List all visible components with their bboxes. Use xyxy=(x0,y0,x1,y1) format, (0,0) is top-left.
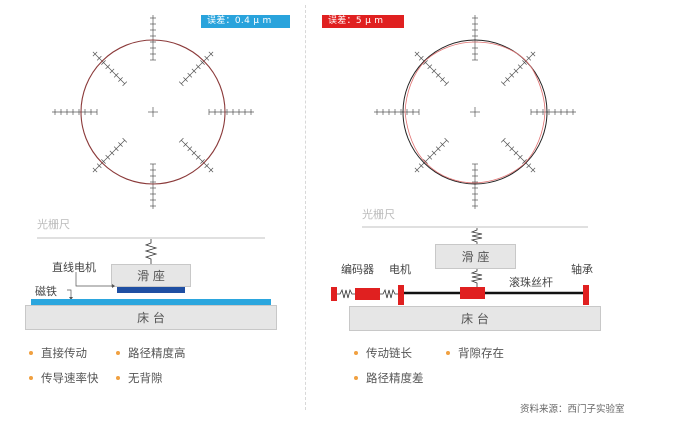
feature-bullet: 背隙存在 xyxy=(446,345,504,361)
bearing-label: 轴承 xyxy=(571,263,593,276)
spring-icon-right-top xyxy=(470,228,483,244)
error-badge-right: 误差：5 μ m xyxy=(322,15,404,28)
encoder-label: 编码器 xyxy=(341,263,374,276)
feature-bullet: 路径精度差 xyxy=(354,370,424,386)
slide-block-left: 滑 座 xyxy=(111,264,191,287)
grating-scale-label-left: 光栅尺 xyxy=(37,218,70,231)
linear-motor xyxy=(117,287,185,293)
linear-motor-label: 直线电机 xyxy=(52,261,96,274)
grating-scale-right xyxy=(362,226,588,228)
feature-bullet: 路径精度高 xyxy=(116,345,186,361)
circularity-plot-left xyxy=(52,15,254,209)
circularity-plot-right xyxy=(374,15,576,209)
slide-label-left: 滑 座 xyxy=(137,269,165,283)
spring-icon-left xyxy=(144,239,158,265)
motor-label-right: 电机 xyxy=(389,263,411,276)
machine-bed-left: 床 台 xyxy=(25,305,277,330)
feature-bullet: 传动链长 xyxy=(354,345,412,361)
machine-bed-right: 床 台 xyxy=(349,306,601,331)
feature-bullet: 直接传动 xyxy=(29,345,87,361)
source-caption: 资料来源：西门子实验室 xyxy=(520,404,625,415)
magnet-strip xyxy=(31,299,271,305)
grating-scale-label-right: 光栅尺 xyxy=(362,208,395,221)
ballscrew-label: 滚珠丝杆 xyxy=(509,276,553,289)
spring-icon-right-bottom xyxy=(470,269,483,287)
bed-label-left: 床 台 xyxy=(137,311,165,325)
panel-divider xyxy=(305,5,306,410)
magnet-pointer-arrow xyxy=(67,289,73,300)
drive-train xyxy=(331,285,589,305)
feature-bullet: 传导速率快 xyxy=(29,370,99,386)
grating-scale-left xyxy=(37,237,265,239)
magnet-label: 磁铁 xyxy=(35,285,57,298)
feature-bullet: 无背隙 xyxy=(116,370,163,386)
slide-block-right: 滑 座 xyxy=(435,244,516,269)
bed-label-right: 床 台 xyxy=(461,312,489,326)
error-badge-left: 误差：0.4 μ m xyxy=(201,15,290,28)
motor-pointer-arrow xyxy=(75,272,115,288)
slide-label-right: 滑 座 xyxy=(461,250,490,264)
